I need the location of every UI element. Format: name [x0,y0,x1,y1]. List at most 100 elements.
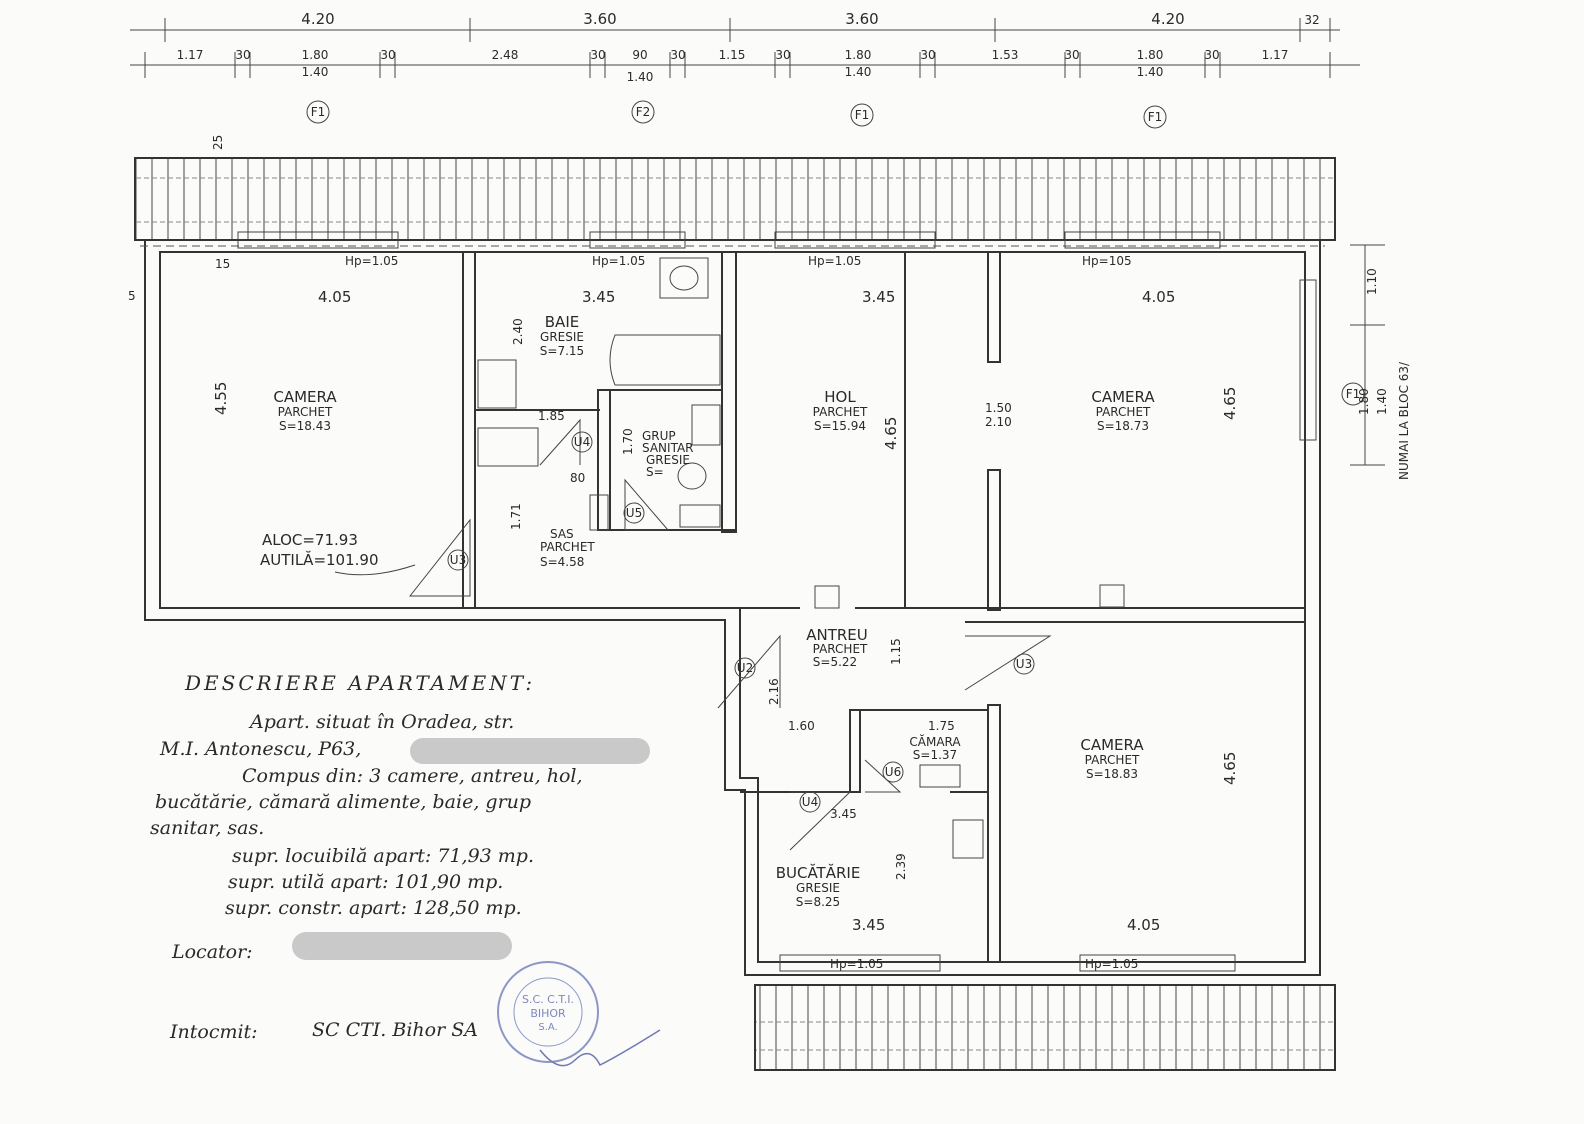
room-camera-bottom-area: S=18.83 [1086,767,1138,781]
door-tag-u3-left: U3 [450,553,466,567]
room-bucatarie-finish: GRESIE [796,881,840,895]
top-dimension-lines: 4.20 3.60 3.60 4.20 32 1.17 30 1.80 30 2… [130,10,1360,84]
room-camera-bottom: CAMERA PARCHET S=18.83 [1080,736,1144,781]
dim-right-140: 1.40 [1375,388,1389,415]
room-camera-bottom-finish: PARCHET [1085,753,1140,767]
dim-misc-345-c: 3.45 [852,916,885,934]
room-sas-area: S=4.58 [540,555,584,569]
dim-misc-160: 1.60 [788,719,815,733]
dim-misc-345-a: 3.45 [582,288,615,306]
room-bucatarie: BUCĂTĂRIE GRESIE S=8.25 [776,863,861,909]
room-grup-sanitar: GRUP SANITAR GRESIE S= [642,429,694,479]
description-line1: Apart. situat în Oradea, str. [248,711,514,733]
room-camara: CĂMARA S=1.37 [909,734,961,762]
room-camera-left-finish: PARCHET [278,405,333,419]
room-sas-finish: PARCHET [540,540,595,554]
dim-row2-14: 30 [1064,48,1079,62]
description-line5: sanitar, sas. [150,817,264,839]
right-side-dimensions: 1.10 1.40 1.80 NUMAI LA BLOC 63/ [1350,244,1411,480]
dim-misc-115: 1.15 [889,638,903,665]
roof-strip-bottom [754,984,1336,1071]
room-baie-area: S=7.15 [540,344,584,358]
room-hol-finish: PARCHET [813,405,868,419]
hp-label-6: Hp=1.05 [1085,957,1138,971]
dim-row2-sub-3: 1.40 [845,65,872,79]
plan-dimension-labels: 25 15 5 4.55 4.65 4.65 4.65 1.85 1.50 2.… [128,135,1239,971]
supr-utila: supr. utilă apart: 101,90 mp. [228,871,503,893]
dim-row2-15: 1.80 [1137,48,1164,62]
description-block: DESCRIERE APARTAMENT: Apart. situat în O… [150,671,650,1043]
company-stamp: S.C. C.T.I. BIHOR S.A. [497,961,661,1067]
dim-top-1: 4.20 [301,10,334,28]
dim-row2-11: 1.80 [845,48,872,62]
door-tag-u4-top: U4 [574,435,590,449]
intocmit-label: Intocmit: [169,1021,258,1043]
room-grup-area: S= [646,465,664,479]
dim-row2-2: 30 [235,48,250,62]
hp-label-4: Hp=1.05 [808,254,861,268]
room-grup-name: GRUP [642,429,676,443]
locator-label: Locator: [171,941,253,963]
room-camara-area: S=1.37 [913,748,957,762]
dim-top-5: 32 [1304,13,1319,27]
axis-f1-left: F1 [311,105,326,119]
supr-locuibila: supr. locuibilă apart: 71,93 mp. [232,845,534,867]
door-tag-u3-right: U3 [1016,657,1032,671]
room-camera-bottom-name: CAMERA [1080,736,1144,754]
door-tag-u4-bottom: U4 [802,795,818,809]
room-baie: BAIE GRESIE S=7.15 [540,313,584,358]
dim-row2-13: 1.53 [992,48,1019,62]
room-antreu-area: S=5.22 [813,655,857,669]
dim-misc-465-b: 4.65 [1221,387,1239,420]
dim-misc-345-d: 3.45 [830,807,857,821]
room-camera-right-finish: PARCHET [1096,405,1151,419]
room-antreu: ANTREU PARCHET S=5.22 [806,626,868,669]
dim-misc-216: 2.16 [767,678,781,705]
dim-row2-3: 1.80 [302,48,329,62]
dim-misc-210: 2.10 [985,415,1012,429]
dim-misc-405-a: 4.05 [318,288,351,306]
dim-row2-5: 2.48 [492,48,519,62]
dim-top-4: 4.20 [1151,10,1184,28]
stamp-line3: S.A. [538,1022,557,1033]
dim-misc-465-a: 4.65 [882,417,900,450]
door-tag-u2: U2 [737,661,753,675]
area-aloc: ALOC=71.93 [262,531,358,549]
redacted-locator [292,932,512,960]
dim-misc-15-a: 15 [215,257,230,271]
dim-row2-17: 1.17 [1262,48,1289,62]
side-label: NUMAI LA BLOC 63/ [1397,361,1411,480]
axis-f1-right: F1 [1148,110,1163,124]
room-bucatarie-area: S=8.25 [796,895,840,909]
dim-misc-171: 1.71 [509,503,523,530]
room-camera-left: CAMERA PARCHET S=18.43 [273,388,337,433]
room-hol-area: S=15.94 [814,419,866,433]
area-autila: AUTILĂ=101.90 [260,550,379,569]
dim-row2-7: 90 [632,48,647,62]
room-baie-finish: GRESIE [540,330,584,344]
redacted-address [410,738,650,764]
hp-label-3: Hp=105 [1082,254,1132,268]
dim-row2-sub-1: 1.40 [302,65,329,79]
room-camara-name: CĂMARA [909,734,961,749]
dim-misc-405-c: 4.05 [1127,916,1160,934]
room-sas-name: SAS [550,527,574,541]
dim-misc-465-c: 4.65 [1221,752,1239,785]
axis-f2: F2 [636,105,651,119]
dim-misc-170: 1.70 [621,428,635,455]
room-antreu-name: ANTREU [806,626,868,644]
door-tags: U3 U4 U5 U2 U3 U6 U4 [447,431,1035,813]
dim-row2-sub-4: 1.40 [1137,65,1164,79]
dim-misc-185: 1.85 [538,409,565,423]
room-grup-name2: SANITAR [642,441,694,455]
dim-misc-5-a: 5 [128,289,136,303]
room-baie-name: BAIE [545,313,579,331]
interior-walls [462,251,1305,963]
exterior-walls [140,239,1325,976]
dim-row2-1: 1.17 [177,48,204,62]
dim-row2-10: 30 [775,48,790,62]
dim-row2-12: 30 [920,48,935,62]
door-tag-u5: U5 [626,506,642,520]
dim-top-3: 3.60 [845,10,878,28]
